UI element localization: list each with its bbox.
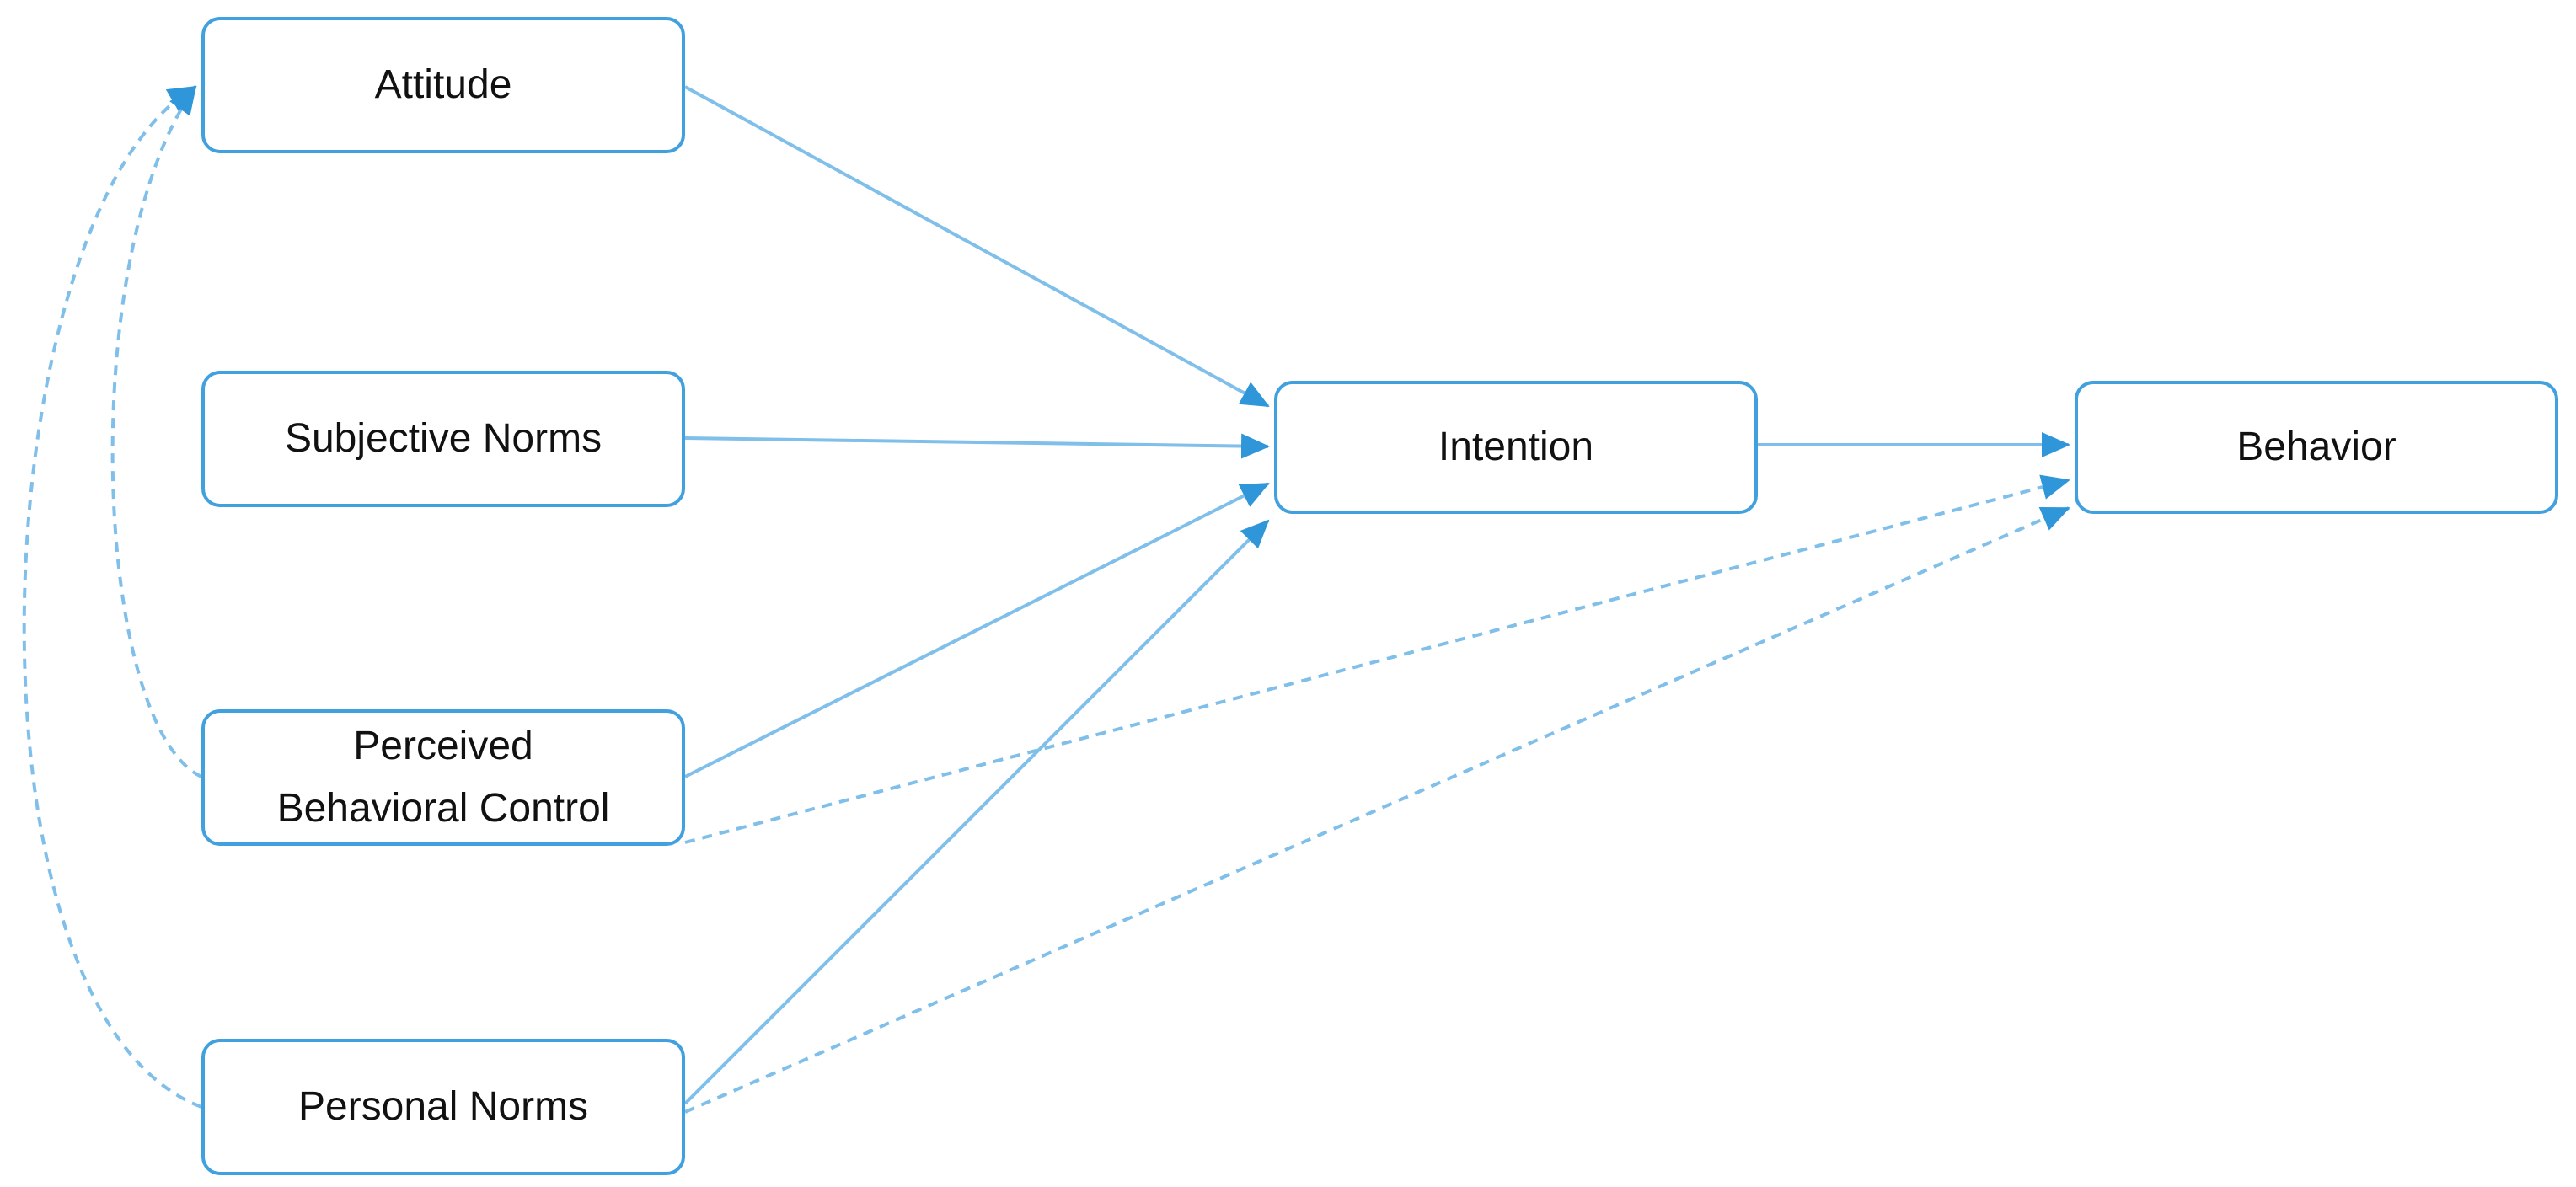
- node-behavior-label: Behavior: [2236, 425, 2397, 469]
- node-attitude-label: Attitude: [374, 62, 512, 107]
- node-subjective-norms-label: Subjective Norms: [284, 416, 602, 461]
- node-perceived-behavioral-control: Perceived Behavioral Control: [201, 709, 685, 846]
- node-personal-norms: Personal Norms: [201, 1039, 685, 1175]
- edge-pbc-to-intention: [684, 482, 1270, 778]
- edge-pbc-to-behavior: [684, 474, 2070, 844]
- edge-personal-norms-to-behavior: [684, 506, 2070, 1114]
- node-attitude: Attitude: [201, 17, 685, 153]
- node-behavior: Behavior: [2075, 381, 2558, 514]
- edge-subjective-norms-to-intention: [684, 433, 1270, 459]
- node-personal-norms-label: Personal Norms: [297, 1084, 589, 1129]
- node-intention: Intention: [1274, 381, 1758, 514]
- edge-pbc-to-attitude: [110, 85, 202, 778]
- edge-personal-norms-to-attitude: [22, 85, 202, 1109]
- edge-personal-norms-to-intention: [683, 519, 1270, 1105]
- node-pbc-label-line-2: Behavioral Control: [276, 786, 610, 831]
- node-pbc-label-line-1: Perceived: [353, 724, 533, 768]
- node-subjective-norms: Subjective Norms: [201, 371, 685, 507]
- edge-attitude-to-intention: [684, 85, 1270, 408]
- node-intention-label: Intention: [1438, 425, 1594, 469]
